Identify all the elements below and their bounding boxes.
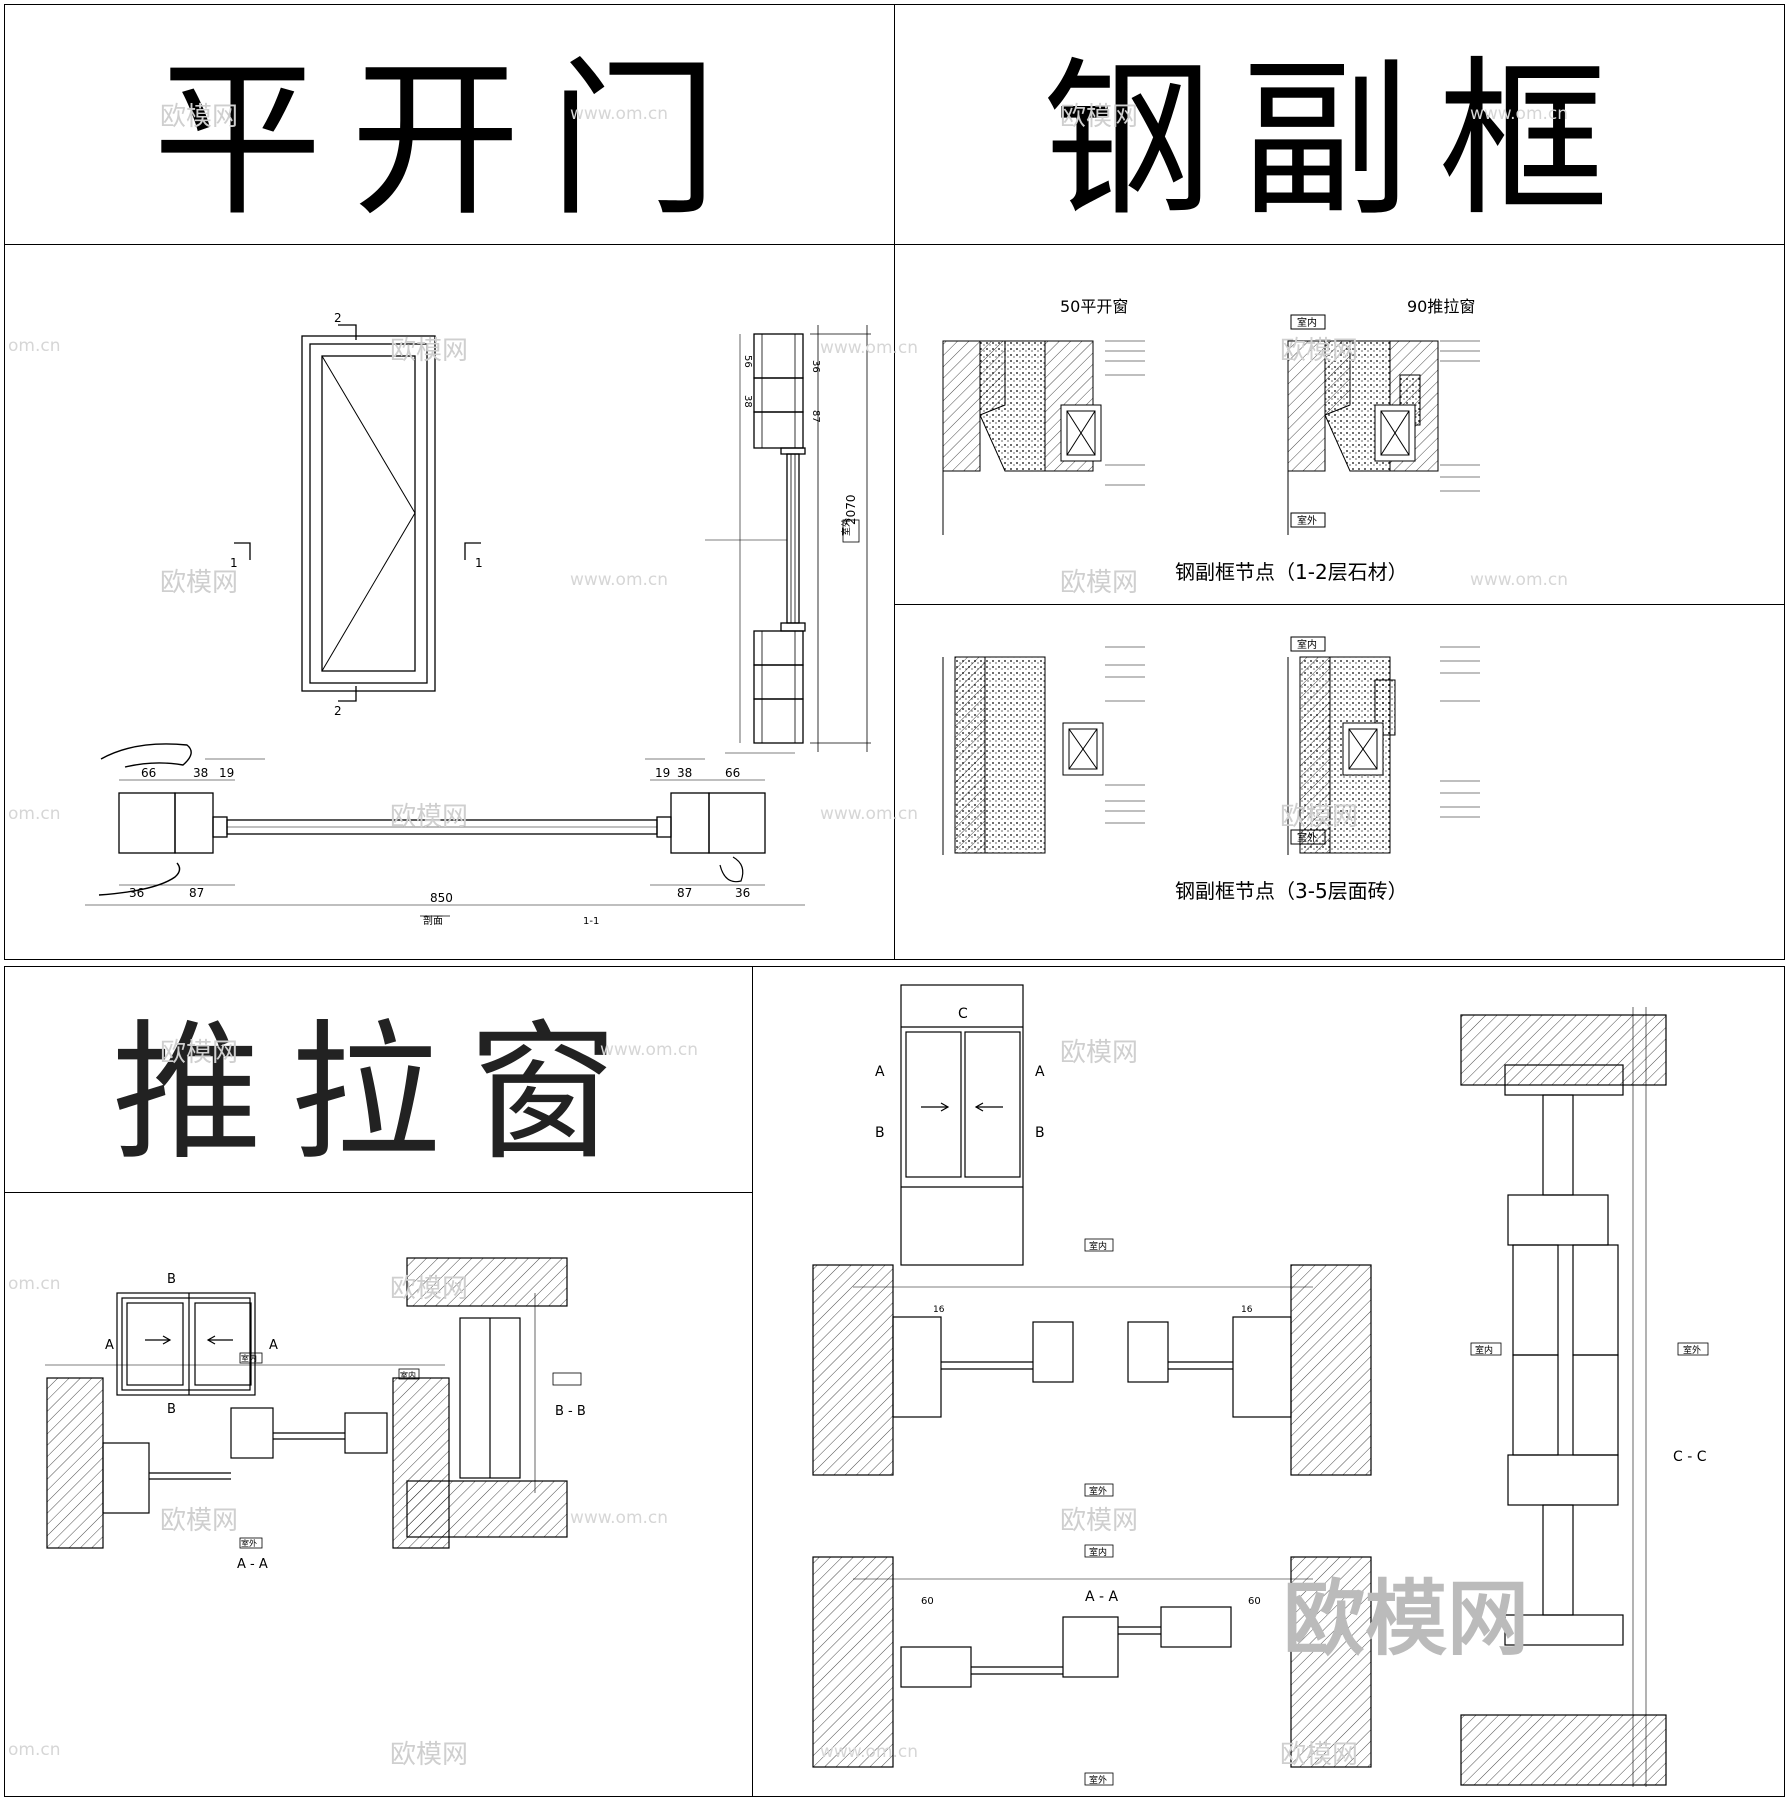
- large-elev-mark-a-left: A: [875, 1064, 885, 1080]
- stone-outdoor-label: 室外: [1297, 514, 1317, 527]
- elev-mark-b-bottom: B: [167, 1402, 176, 1417]
- door-section-id: 1-1: [583, 916, 599, 927]
- sliding-window-large-panel: C A A B B A - A C - C 室内 室外 室内 室外 室外 室内 …: [752, 966, 1785, 1797]
- large-outdoor-bottom: 室外: [1089, 1774, 1107, 1786]
- bb-indoor-label: 室内: [400, 1370, 416, 1380]
- section-cc-label: C - C: [1673, 1449, 1707, 1465]
- steel-frame-title: 钢副框: [1042, 42, 1637, 240]
- door-outdoor-label: 室外: [840, 518, 852, 536]
- door-section-caption: 剖面: [423, 914, 443, 927]
- steel-frame-node-tile-panel: 室内 室外 钢副框节点（3-5层面砖）: [894, 604, 1785, 960]
- large-elev-mark-c: C: [958, 1006, 968, 1022]
- steel-frame-caption-stone: 钢副框节点（1-2层石材）: [1175, 560, 1408, 584]
- sliding-window-detail-drawing: A A B B B - B 室内 室内 室外 A - A: [45, 1257, 586, 1572]
- sliding-window-detail-panel: A A B B B - B 室内 室内 室外 A - A: [4, 1192, 754, 1797]
- door-drawing-panel: 2 2 1 1 850 2070 66 38 19 19 38 66 36 87…: [4, 244, 895, 960]
- door-dim-38-v: 38: [742, 395, 753, 408]
- tile-outdoor-label: 室外: [1297, 831, 1317, 844]
- door-dim-66-right: 66: [725, 766, 740, 780]
- elev-mark-a-left: A: [105, 1338, 114, 1353]
- door-mark-1-left: 1: [230, 556, 238, 570]
- door-dim-38-right: 38: [677, 766, 692, 780]
- large-elev-mark-b-left: B: [875, 1125, 885, 1141]
- door-dim-width: 850: [430, 891, 453, 905]
- steel-frame-node-stone-drawing: 50平开窗 90推拉窗 室内 室外: [942, 297, 1480, 535]
- elev-mark-a-right: A: [269, 1338, 278, 1353]
- sliding-window-title-panel: 推拉窗: [4, 966, 754, 1194]
- door-dim-38-left: 38: [193, 766, 208, 780]
- door-dim-56-v: 56: [742, 355, 753, 368]
- large-outdoor-top: 室外: [1089, 1485, 1107, 1497]
- large-dim-60-right: 60: [1248, 1596, 1261, 1607]
- large-dim-60-left: 60: [921, 1596, 934, 1607]
- large-elev-mark-b-right: B: [1035, 1125, 1045, 1141]
- door-dim-66-left: 66: [141, 766, 156, 780]
- cc-outdoor-label: 室外: [1683, 1344, 1701, 1356]
- door-mark-2-bottom: 2: [334, 704, 342, 718]
- door-dim-87-left: 87: [189, 886, 204, 900]
- door-elevation-outer: [301, 335, 436, 692]
- large-dim-16-left: 16: [933, 1305, 945, 1315]
- aa-indoor-label: 室内: [241, 1353, 257, 1363]
- large-indoor-bottom: 室内: [1089, 1546, 1107, 1558]
- steel-frame-node-tile-drawing: 室内 室外: [942, 636, 1480, 855]
- large-elev-mark-a-right: A: [1035, 1064, 1045, 1080]
- sliding-window-label: 90推拉窗: [1407, 297, 1475, 316]
- door-dim-height: 2070: [844, 494, 858, 525]
- door-dim-36-v: 36: [810, 360, 821, 373]
- tile-indoor-label: 室内: [1297, 638, 1317, 651]
- aa-outdoor-label: 室外: [241, 1538, 257, 1548]
- door-dim-19-left: 19: [219, 766, 234, 780]
- casement-window-label: 50平开窗: [1060, 297, 1128, 316]
- door-mark-1-right: 1: [475, 556, 483, 570]
- large-section-aa-label: A - A: [1085, 1589, 1119, 1605]
- door-title: 平开门: [152, 42, 747, 240]
- door-drawing: 2 2 1 1 850 2070 66 38 19 19 38 66 36 87…: [85, 311, 871, 927]
- door-dim-87-right: 87: [677, 886, 692, 900]
- door-mark-2-top: 2: [334, 311, 342, 325]
- stone-indoor-label: 室内: [1297, 316, 1317, 329]
- cc-indoor-label: 室内: [1475, 1344, 1493, 1356]
- door-dim-36-left: 36: [129, 886, 144, 900]
- sliding-window-title: 推拉窗: [111, 1006, 646, 1181]
- large-dim-16-right: 16: [1241, 1305, 1253, 1315]
- section-aa-label: A - A: [237, 1557, 268, 1572]
- door-dim-36-right: 36: [735, 886, 750, 900]
- door-dim-87-v: 87: [810, 410, 821, 423]
- steel-frame-title-panel: 钢副框: [894, 4, 1785, 246]
- steel-frame-caption-tile: 钢副框节点（3-5层面砖）: [1175, 879, 1408, 903]
- large-indoor-top: 室内: [1089, 1240, 1107, 1252]
- section-bb-label: B - B: [555, 1404, 586, 1419]
- elev-mark-b-top: B: [167, 1272, 176, 1287]
- steel-frame-node-stone-panel: 50平开窗 90推拉窗 室内 室外 钢副框节点（1-2层石材）: [894, 244, 1785, 606]
- door-dim-19-right: 19: [655, 766, 670, 780]
- sliding-window-large-drawing: C A A B B A - A C - C 室内 室外 室内 室外 室外 室内 …: [812, 984, 1709, 1787]
- door-title-panel: 平开门: [4, 4, 895, 246]
